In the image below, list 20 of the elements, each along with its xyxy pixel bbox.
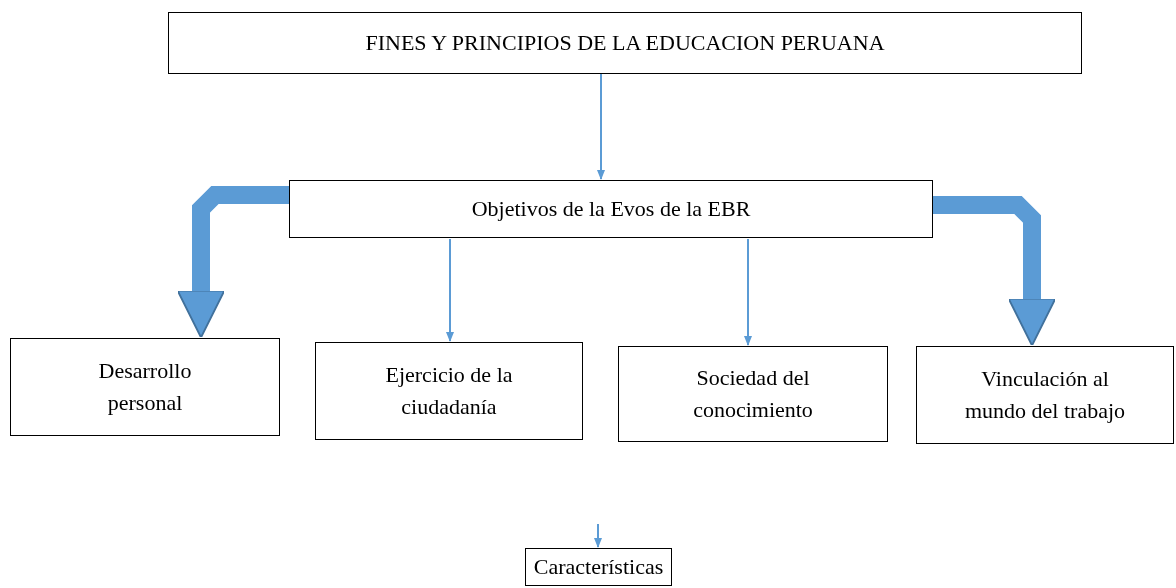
- box-label: Vinculación al mundo del trabajo: [963, 365, 1127, 425]
- box-label: Desarrollo personal: [97, 357, 193, 417]
- arrow: [594, 523, 602, 548]
- text-box: [916, 346, 1174, 444]
- arrow: [446, 238, 454, 342]
- text-box: [168, 12, 1082, 74]
- text-box: [10, 338, 280, 436]
- box-label: Características: [533, 553, 664, 582]
- box-label: Objetivos de la Evos de la EBR: [471, 195, 751, 224]
- block-arrow: [176, 186, 289, 339]
- text-box: [618, 346, 888, 442]
- box-label: Sociedad del conocimiento: [692, 364, 814, 424]
- text-box: [525, 548, 672, 586]
- block-arrow: [933, 196, 1057, 347]
- box-label: Ejercicio de la ciudadanía: [384, 361, 514, 421]
- arrow: [744, 238, 752, 346]
- text-box: [315, 342, 583, 440]
- box-label: FINES Y PRINCIPIOS DE LA EDUCACION PERUANA: [365, 29, 885, 58]
- arrow: [597, 73, 605, 180]
- text-box: [289, 180, 933, 238]
